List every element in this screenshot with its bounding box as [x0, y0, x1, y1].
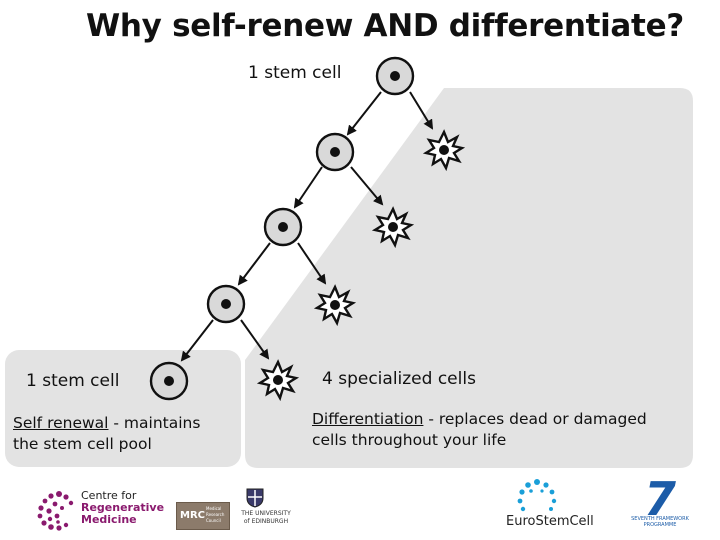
edinburgh-logo: THE UNIVERSITY of EDINBURGH [232, 488, 300, 532]
crm-logo: Centre for Regenerative Medicine [35, 488, 175, 532]
fp7-line2: PROGRAMME [643, 522, 677, 528]
self-renewal-text-line2: the stem cell pool [13, 435, 152, 453]
stem-cell-icon [263, 207, 303, 247]
arrow-icon [180, 319, 214, 362]
differentiation-text-line2: cells throughout your life [312, 431, 507, 449]
specialized-cell-icon [315, 285, 355, 325]
specialized-cells-label: 4 specialized cells [322, 369, 476, 389]
fp7-line1: SEVENTH FRAMEWORK [631, 516, 689, 522]
crm-dots-icon [37, 491, 74, 531]
mrc-sub1: Medical [206, 506, 222, 511]
differentiation-term: Differentiation [312, 410, 424, 428]
fp7-logo: 7 SEVENTH FRAMEWORK PROGRAMME [624, 472, 696, 534]
edinburgh-line2: of EDINBURGH [243, 518, 289, 525]
stem-cell-icon [375, 56, 415, 96]
arrow-icon [346, 91, 382, 136]
edinburgh-crest-icon [246, 488, 264, 508]
specialized-cell-icon [424, 130, 464, 170]
self-renewal-panel [5, 350, 241, 467]
crm-line1: Centre for [81, 489, 137, 502]
eurostemcell-text: EuroStemCell [506, 514, 594, 529]
differentiation-description: Differentiation - replaces dead or damag… [312, 409, 647, 451]
self-renewal-description: Self renewal - maintains the stem cell p… [13, 413, 200, 455]
bottom-stem-cell-label: 1 stem cell [26, 371, 120, 391]
stem-cell-icon [149, 361, 189, 401]
fp7-number: 7 [644, 472, 677, 526]
specialized-cell-icon [373, 207, 413, 247]
arrow-icon [240, 319, 270, 360]
eurostemcell-ring-icon [517, 479, 557, 512]
arrow-icon [409, 91, 434, 130]
crm-line3: Medicine [81, 513, 137, 526]
edinburgh-line1: THE UNIVERSITY [241, 510, 291, 517]
crm-line2: Regenerative [81, 501, 165, 514]
arrow-icon [297, 242, 327, 285]
mrc-sub2: Research [206, 512, 225, 517]
stem-cell-icon [206, 284, 246, 324]
mrc-sub3: Council [206, 518, 221, 523]
slide-title: Why self-renew AND differentiate? [86, 8, 684, 44]
differentiation-text: - replaces dead or damaged [423, 410, 647, 428]
self-renewal-term: Self renewal [13, 414, 109, 432]
eurostemcell-logo: EuroStemCell [506, 478, 596, 534]
arrow-icon [237, 242, 271, 286]
arrow-icon [293, 166, 323, 209]
top-stem-cell-label: 1 stem cell [248, 63, 342, 83]
stem-cell-icon [315, 132, 355, 172]
arrow-icon [350, 166, 384, 206]
mrc-text: MRC [180, 510, 205, 521]
self-renewal-text: - maintains [108, 414, 201, 432]
mrc-logo: MRC Medical Research Council [176, 502, 230, 530]
specialized-cell-icon [258, 360, 298, 400]
